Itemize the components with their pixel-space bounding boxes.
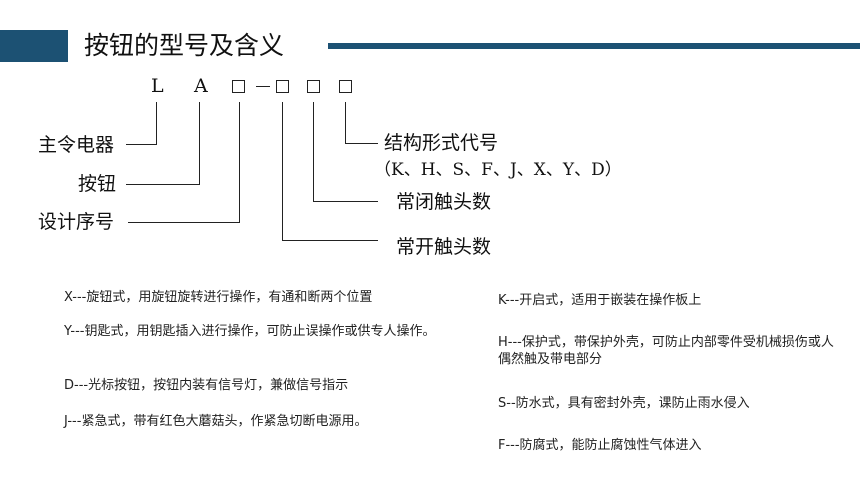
leader-line-structure-horizontal bbox=[345, 143, 378, 145]
label-design-serial: 设计序号 bbox=[38, 211, 115, 233]
code-box-structure bbox=[339, 80, 352, 93]
desc-k-open: K---开启式，适用于嵌装在操作板上 bbox=[498, 293, 702, 308]
leader-line-l-vertical bbox=[156, 102, 158, 145]
code-box-no-contacts bbox=[276, 80, 289, 93]
desc-d-light: D---光标按钮，按钮内装有信号灯，兼做信号指示 bbox=[64, 378, 349, 393]
code-box-design-serial bbox=[232, 80, 245, 93]
leader-line-nc-vertical bbox=[313, 102, 315, 202]
desc-j-emergency: J---紧急式，带有红色大蘑菇头，作紧急切断电源用。 bbox=[64, 414, 368, 429]
desc-x-knob: X---旋钮式，用旋钮旋转进行操作，有通和断两个位置 bbox=[64, 290, 373, 305]
desc-h-protected: H---保护式，带保护外壳，可防止内部零件受机械损伤或人偶然触及带电部分 bbox=[498, 335, 834, 367]
title-accent-rule bbox=[328, 43, 860, 49]
code-box-nc-contacts bbox=[307, 80, 320, 93]
leader-line-nc-horizontal bbox=[313, 201, 378, 203]
title-accent-block bbox=[0, 30, 68, 62]
label-no-contacts: 常开触头数 bbox=[396, 236, 492, 258]
label-nc-contacts: 常闭触头数 bbox=[396, 191, 492, 213]
code-letter-l: L bbox=[151, 75, 164, 97]
label-button: 按钮 bbox=[78, 173, 117, 195]
leader-line-design-vertical bbox=[239, 102, 241, 223]
leader-line-design-horizontal bbox=[128, 222, 240, 224]
leader-line-structure-vertical bbox=[345, 102, 347, 144]
label-structure-type: 结构形式代号 bbox=[384, 132, 499, 154]
desc-f-anticorrosion: F---防腐式，能防止腐蚀性气体进入 bbox=[498, 438, 702, 453]
leader-line-no-vertical bbox=[282, 102, 284, 241]
code-dash bbox=[256, 86, 270, 88]
leader-line-a-vertical bbox=[199, 102, 201, 185]
desc-y-key: Y---钥匙式，用钥匙插入进行操作，可防止误操作或供专人操作。 bbox=[64, 324, 436, 339]
label-main-command: 主令电器 bbox=[38, 134, 115, 156]
leader-line-l-horizontal bbox=[126, 144, 157, 146]
page-title: 按钮的型号及含义 bbox=[84, 31, 285, 60]
leader-line-a-horizontal bbox=[126, 184, 200, 186]
leader-line-no-horizontal bbox=[282, 240, 378, 242]
code-letter-a: A bbox=[194, 75, 208, 97]
label-structure-codes: （K、H、S、F、J、X、Y、D） bbox=[374, 160, 622, 180]
desc-s-waterproof: S--防水式，具有密封外壳，课防止雨水侵入 bbox=[498, 396, 750, 411]
